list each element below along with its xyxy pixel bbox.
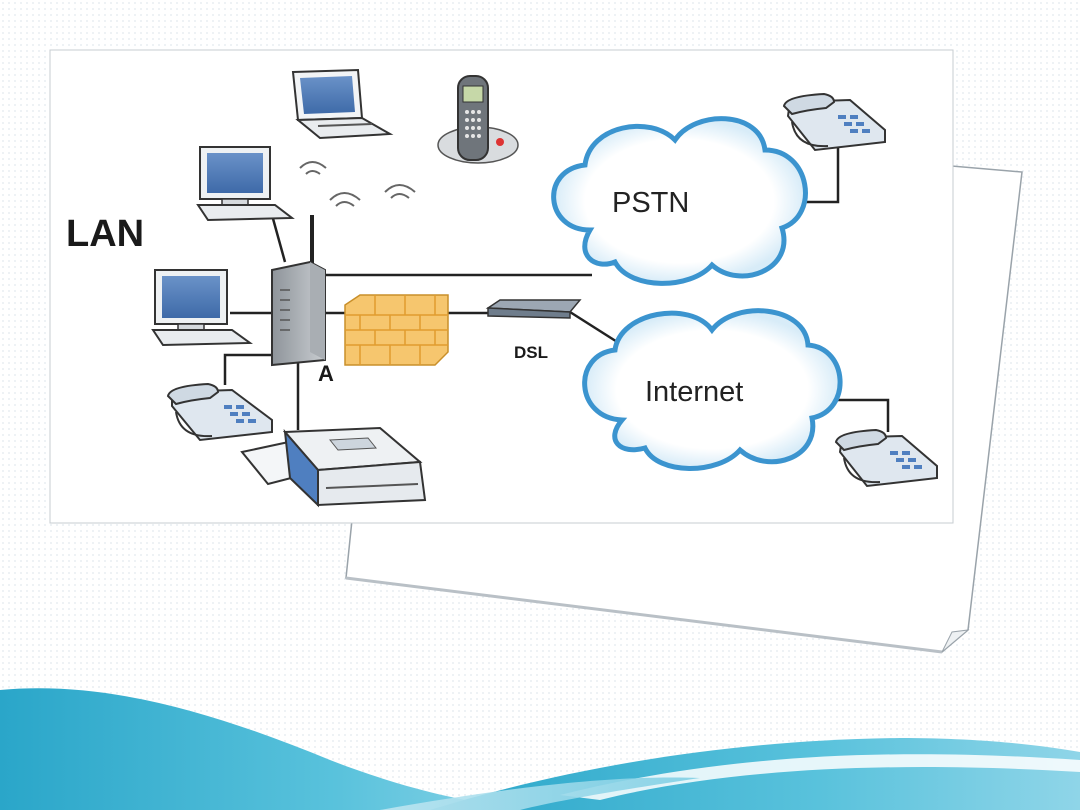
desktop-computer-top-icon <box>196 146 295 222</box>
desk-phone-pstn-icon <box>782 92 886 152</box>
dsl-label: DSL <box>514 343 548 362</box>
firewall-icon <box>344 294 449 366</box>
printer-icon <box>240 426 427 508</box>
connection-lines <box>223 148 890 432</box>
lan-label: LAN <box>66 213 144 255</box>
desk-phone-internet-icon <box>834 428 938 488</box>
laptop-icon <box>291 68 394 140</box>
cordless-phone-icon <box>437 75 519 164</box>
internet-label: Internet <box>645 376 743 408</box>
pstn-label: PSTN <box>612 187 689 219</box>
wireless-signal-icon <box>299 161 416 207</box>
desk-phone-left-icon <box>166 382 273 442</box>
dsl-modem-icon <box>485 299 582 319</box>
router-icon <box>271 215 326 367</box>
a-label: A <box>318 361 334 386</box>
decorative-wave <box>0 688 1080 810</box>
internet-cloud: Internet <box>582 308 843 471</box>
pstn-cloud: PSTN <box>551 116 808 286</box>
desktop-computer-middle-icon <box>151 269 253 347</box>
